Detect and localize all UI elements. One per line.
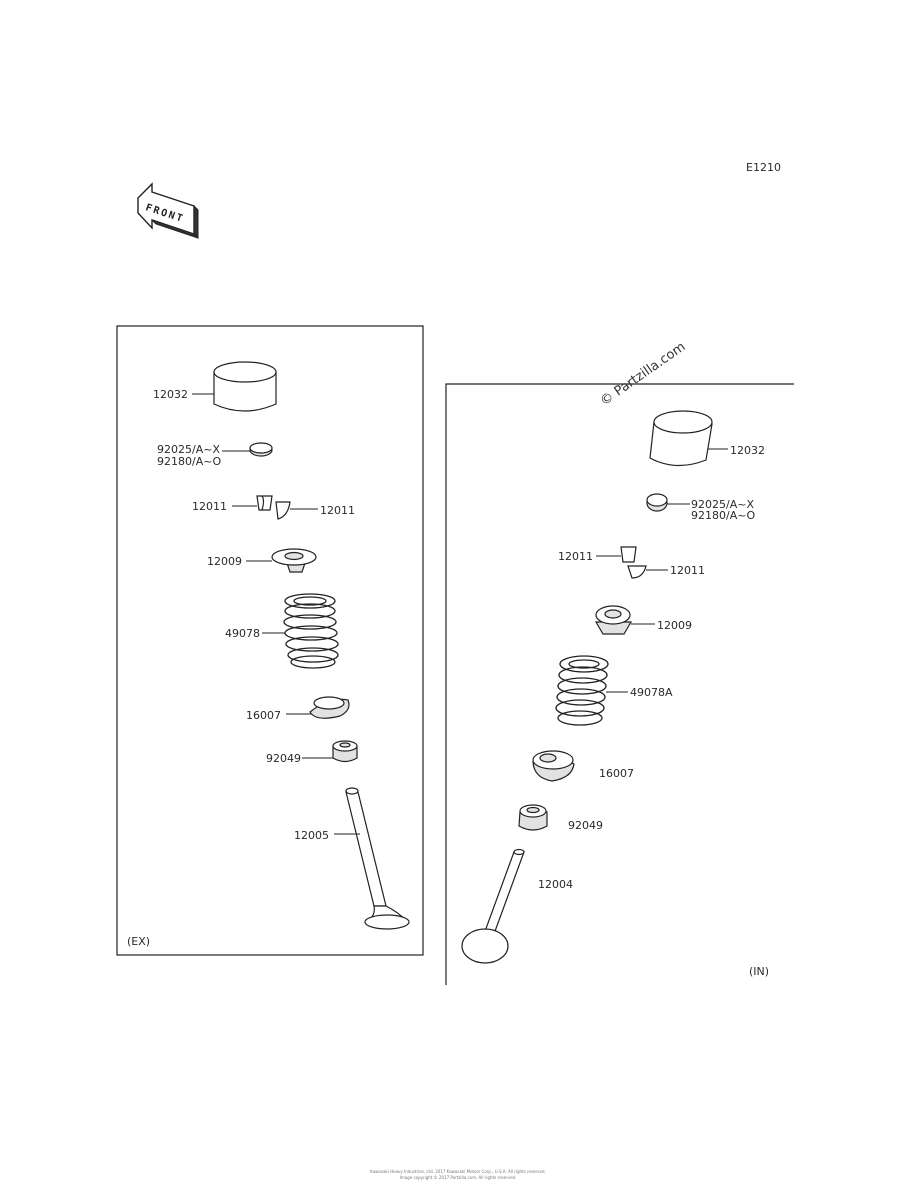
in-retainer-label: 12009 <box>657 619 692 632</box>
in-seat-part <box>532 750 575 782</box>
watermark: © Partzilla.com <box>598 339 689 409</box>
in-seal-part <box>518 804 548 831</box>
ex-seal-label: 92049 <box>266 752 301 765</box>
in-retainer-part <box>594 605 633 635</box>
ex-spring-part <box>283 593 339 669</box>
in-spring-label: 49078A <box>630 686 673 699</box>
ex-cotter-left-label: 12011 <box>192 500 227 513</box>
intake-panel: © Partzilla.com 12032 92025/A~X 92180/A~… <box>445 339 794 985</box>
ex-spring-label: 49078 <box>225 627 260 640</box>
in-seat-label: 16007 <box>599 767 634 780</box>
ex-panel-label: (EX) <box>127 935 150 948</box>
ex-retainer-part <box>271 548 317 573</box>
in-seal-label: 92049 <box>568 819 603 832</box>
ex-shim-label-b: 92180/A~O <box>157 455 221 468</box>
in-lifter-part <box>649 410 713 467</box>
ex-cotter-right-label: 12011 <box>320 504 355 517</box>
front-arrow-icon: FRONT <box>137 182 199 240</box>
intake-panel-frame <box>445 383 794 985</box>
ex-shim-label-a: 92025/A~X <box>157 443 220 456</box>
in-valve-part <box>461 848 525 964</box>
in-shim-label-b: 92180/A~O <box>691 509 755 522</box>
in-lifter-label: 12032 <box>730 444 765 457</box>
ex-valve-part <box>345 787 410 930</box>
in-cotter-right-label: 12011 <box>670 564 705 577</box>
footer-line-2: Image copyright © 2017 Partzilla.com. Al… <box>400 1175 517 1180</box>
in-shim-label-a: 92025/A~X <box>691 498 754 511</box>
ex-cotter-part <box>256 495 291 520</box>
ex-shim-part <box>249 442 273 457</box>
ex-seat-part <box>309 696 350 719</box>
exhaust-panel: 12032 92025/A~X 92180/A~O 12011 12011 12… <box>116 325 424 956</box>
diagram-code: E1210 <box>746 161 781 174</box>
ex-lifter-part <box>213 361 277 412</box>
in-panel-label: (IN) <box>749 965 769 978</box>
in-cotter-left-label: 12011 <box>558 550 593 563</box>
in-valve-label: 12004 <box>538 878 573 891</box>
exhaust-panel-frame <box>116 325 424 956</box>
ex-lifter-label: 12032 <box>153 388 188 401</box>
in-cotter-part <box>620 546 647 579</box>
ex-retainer-label: 12009 <box>207 555 242 568</box>
ex-seal-part <box>332 740 358 763</box>
ex-seat-label: 16007 <box>246 709 281 722</box>
in-spring-part <box>555 655 609 726</box>
footer-line-1: Kawasaki Heavy Industries, Ltd. 2017 Kaw… <box>370 1169 546 1174</box>
in-shim-part <box>646 493 668 512</box>
ex-valve-label: 12005 <box>294 829 329 842</box>
